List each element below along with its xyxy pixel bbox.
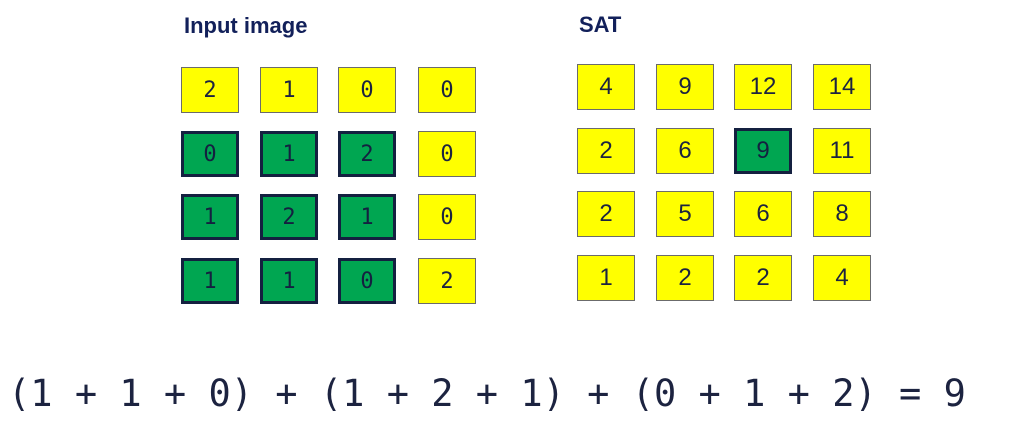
sat-cell-r3-c1: 2	[577, 191, 635, 237]
input-cell-r4-c4: 2	[418, 258, 476, 304]
sat-cell-r4-c2: 2	[656, 255, 714, 301]
sat-cell-r4-c4: 4	[813, 255, 871, 301]
sum-formula: (1 + 1 + 0) + (1 + 2 + 1) + (0 + 1 + 2) …	[8, 372, 966, 415]
sat-cell-r1-c2: 9	[656, 64, 714, 110]
input-cell-r1-c3: 0	[338, 67, 396, 113]
input-cell-r1-c2: 1	[260, 67, 318, 113]
input-cell-r3-c1: 1	[181, 194, 239, 240]
sat-cell-r3-c4: 8	[813, 191, 871, 237]
sat-cell-r4-c3: 2	[734, 255, 792, 301]
sat-cell-r1-c1: 4	[577, 64, 635, 110]
input-cell-r3-c3: 1	[338, 194, 396, 240]
sat-cell-r2-c1: 2	[577, 128, 635, 174]
sat-cell-r2-c2: 6	[656, 128, 714, 174]
input-cell-r1-c1: 2	[181, 67, 239, 113]
sat-cell-r1-c4: 14	[813, 64, 871, 110]
input-cell-r2-c1: 0	[181, 131, 239, 177]
sat-cell-r3-c3: 6	[734, 191, 792, 237]
input-cell-r2-c4: 0	[418, 131, 476, 177]
input-cell-r3-c2: 2	[260, 194, 318, 240]
sat-cell-r3-c2: 5	[656, 191, 714, 237]
input-cell-r4-c2: 1	[260, 258, 318, 304]
sat-title: SAT	[579, 12, 622, 37]
sat-cell-r1-c3: 12	[734, 64, 792, 110]
sat-cell-r2-c3: 9	[734, 128, 792, 174]
input-cell-r2-c3: 2	[338, 131, 396, 177]
input-cell-r1-c4: 0	[418, 67, 476, 113]
sat-cell-r4-c1: 1	[577, 255, 635, 301]
input-cell-r2-c2: 1	[260, 131, 318, 177]
input-cell-r4-c3: 0	[338, 258, 396, 304]
input-image-title: Input image	[184, 13, 308, 38]
input-cell-r3-c4: 0	[418, 194, 476, 240]
sat-cell-r2-c4: 11	[813, 128, 871, 174]
input-cell-r4-c1: 1	[181, 258, 239, 304]
